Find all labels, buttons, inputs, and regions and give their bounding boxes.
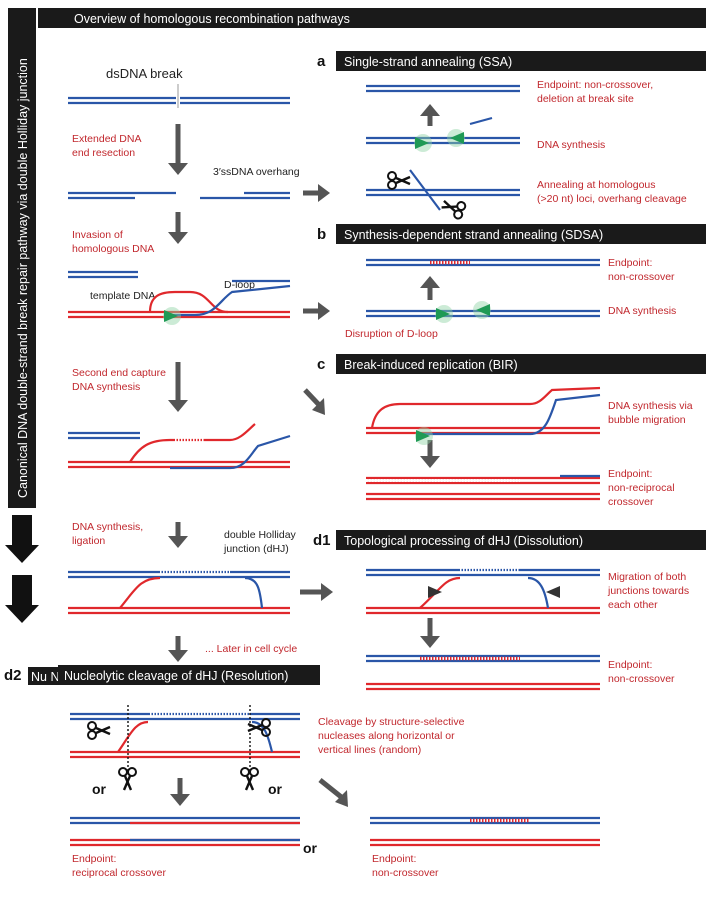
scissors-a-2 (441, 199, 467, 220)
c-blue (420, 393, 601, 436)
dhj-label: double Holliday junction (dHJ) (223, 529, 299, 555)
panel-c-letter: c (317, 356, 325, 373)
synthesis-ligation-label: DNA synthesis, ligation (72, 521, 146, 547)
panel-d1-letter: d1 (313, 532, 331, 549)
arrow-later-head (168, 650, 188, 662)
arrow-ligation-head (168, 536, 188, 548)
arrow-capture-head (168, 400, 188, 412)
or-label-right: or (268, 781, 283, 797)
template-dna-label: template DNA (90, 290, 155, 302)
d2-cleavage-note: Cleavage by structure-selective nuclease… (318, 716, 467, 756)
panel-a-header (336, 51, 706, 71)
panel-c-title: Break-induced replication (BIR) (344, 358, 518, 372)
b-synthesis-note: DNA synthesis (608, 305, 676, 317)
green-arrow-b-right (476, 304, 490, 316)
capture-blue-right (170, 434, 291, 470)
d2-left-cross (117, 720, 149, 753)
overhang-label: 3′ssDNA overhang (213, 166, 300, 178)
invasion-label: Invasion of homologous DNA (72, 229, 154, 255)
big-arrow-1 (5, 515, 39, 563)
d1-migrate-right (428, 586, 442, 598)
scissors-d2-left-v (118, 767, 137, 791)
green-arrow-a-left (415, 137, 429, 149)
c-endpoint-note: Endpoint: non-reciprocal crossover (608, 468, 677, 508)
arrow-to-d1-head (321, 583, 333, 601)
arrow-invasion-head (168, 232, 188, 244)
panel-d2-letter: d2 (4, 667, 22, 684)
c-bubble-top (370, 386, 601, 429)
arrow-to-a-head (318, 184, 330, 202)
arrow-d2-down-head (170, 794, 190, 806)
arrow-d2-diag-head (335, 790, 348, 807)
invading-blue (168, 284, 291, 317)
arrow-a-up-head (420, 104, 440, 116)
vertical-label-bar (8, 8, 36, 508)
scissors-a-1 (387, 171, 411, 190)
panel-d2-stub (28, 667, 58, 685)
d1-right-cross (527, 576, 550, 609)
panel-d2-title: Nucleolytic cleavage of dHJ (Resolution) (64, 669, 288, 683)
arrow-b-up-head (420, 276, 440, 288)
resection-label: Extended DNA end resection (72, 133, 144, 159)
arrow-resection-head (168, 163, 188, 175)
green-arrow-c (416, 430, 430, 442)
green-arrow-b-left (436, 308, 450, 320)
a-flap-2 (409, 169, 441, 211)
panel-d2-stub-text: Nu N (31, 670, 59, 684)
later-label: ... Later in cell cycle (205, 643, 297, 655)
arrow-to-c-head (312, 398, 325, 415)
a-synthesis-note: DNA synthesis (537, 139, 605, 151)
a-endpoint-note: Endpoint: non-crossover, deletion at bre… (537, 79, 656, 105)
big-arrow-2 (5, 575, 39, 623)
d-loop-red (148, 290, 229, 314)
d2-noncrossover-note: Endpoint: non-crossover (372, 853, 439, 879)
second-end-label: Second end capture DNA synthesis (72, 367, 169, 393)
d1-left-cross (419, 576, 461, 609)
page-title: Overview of homologous recombination pat… (74, 12, 350, 26)
d2-reciprocal-note: Endpoint: reciprocal crossover (72, 853, 166, 879)
b-disruption-note: Disruption of D-loop (345, 328, 438, 340)
scissors-d2-left (87, 721, 111, 740)
d1-migrate-left (546, 586, 560, 598)
d1-endpoint-note: Endpoint: non-crossover (608, 659, 675, 685)
or-label-left: or (92, 781, 107, 797)
panel-a-letter: a (317, 53, 326, 70)
panel-d1-title: Topological processing of dHJ (Dissoluti… (344, 534, 583, 548)
c-synthesis-note: DNA synthesis via bubble migration (608, 400, 696, 426)
green-arrow-a-right (450, 132, 464, 144)
panel-b-letter: b (317, 226, 326, 243)
arrow-to-b-head (318, 302, 330, 320)
a-flap-1 (469, 116, 493, 126)
vertical-label: Canonical DNA double-strand break repair… (16, 58, 30, 498)
d1-migration-note: Migration of both junctions towards each… (607, 571, 692, 611)
panel-c-header (336, 354, 706, 374)
dhj-left-cross (119, 576, 161, 609)
dhj-right-cross (244, 576, 264, 609)
or-label-bottom: or (303, 840, 318, 856)
a-annealing-note: Annealing at homologous (>20 nt) loci, o… (537, 179, 687, 205)
b-endpoint-note: Endpoint: non-crossover (608, 257, 675, 283)
arrow-c-down-head (420, 456, 440, 468)
panel-b-title: Synthesis-dependent strand annealing (SD… (344, 228, 603, 242)
capture-bubble-top (129, 423, 256, 463)
d2-right-cross (251, 720, 274, 753)
scissors-d2-right-v (240, 767, 259, 791)
green-arrow-invasion (164, 310, 178, 322)
title-bar (38, 8, 706, 28)
arrow-d1-down-head (420, 636, 440, 648)
panel-d1-header (336, 530, 706, 550)
dsdna-break-label: dsDNA break (106, 66, 183, 81)
panel-b-header (336, 224, 706, 244)
panel-d2-header (58, 665, 320, 685)
panel-a-title: Single-strand annealing (SSA) (344, 55, 512, 69)
